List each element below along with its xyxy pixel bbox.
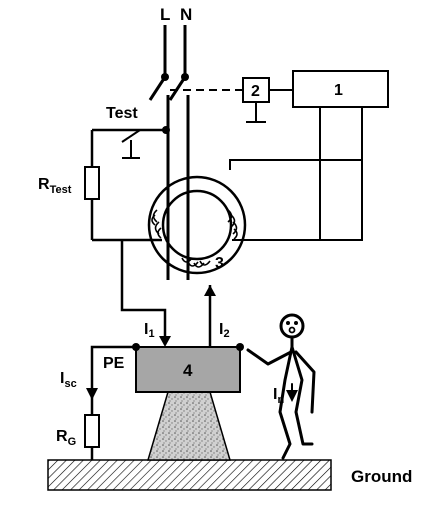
person-figure [246,313,316,460]
label-rg-main: R [56,428,68,445]
label-isc-sub: sc [64,378,76,390]
sense-wiring [229,107,363,241]
device-box [135,346,241,393]
label-ground: Ground [351,467,412,486]
label-test: Test [106,105,138,122]
label-device-4: 4 [183,361,193,380]
label-r-test-main: R [38,176,50,193]
label-isc: Isc [60,370,77,390]
label-i2-sub: 2 [223,328,229,340]
label-pe: PE [103,355,125,372]
current-transformer [147,175,247,275]
in-arrow [286,390,298,402]
label-box-1: 1 [334,82,343,99]
test-junction [162,126,170,134]
pe-junction [132,343,140,351]
label-box-2: 2 [251,83,260,100]
supply-conductors [148,25,190,280]
load-conductors [120,240,212,347]
label-isc-main: I [60,370,64,387]
label-i2-main: I [219,321,223,338]
terminal-l [161,73,169,81]
latch-symbol [246,102,266,123]
label-n: N [180,5,192,24]
label-i1-sub: 1 [148,328,154,340]
device-pedestal [146,391,232,461]
label-rg: RG [56,428,76,448]
label-core-3: 3 [215,255,224,272]
test-resistor [84,166,100,200]
label-i1-main: I [144,321,148,338]
label-r-test: RTest [38,176,72,196]
label-r-test-sub: Test [50,184,72,196]
terminal-n [181,73,189,81]
label-i2: I2 [219,321,230,340]
ground-resistor [84,414,100,448]
label-in-sub: n [277,394,284,406]
label-in-main: I [273,386,277,403]
isc-arrow [86,388,98,400]
i1-arrow [159,336,171,347]
ground-slab [47,459,332,491]
label-i1: I1 [144,321,155,340]
test-switch [121,129,141,159]
label-in: In [273,386,284,406]
touch-point [236,343,244,351]
trip-relay-box [292,70,389,108]
i2-arrow [204,285,216,296]
label-l: L [160,5,170,24]
label-rg-sub: G [68,436,77,448]
